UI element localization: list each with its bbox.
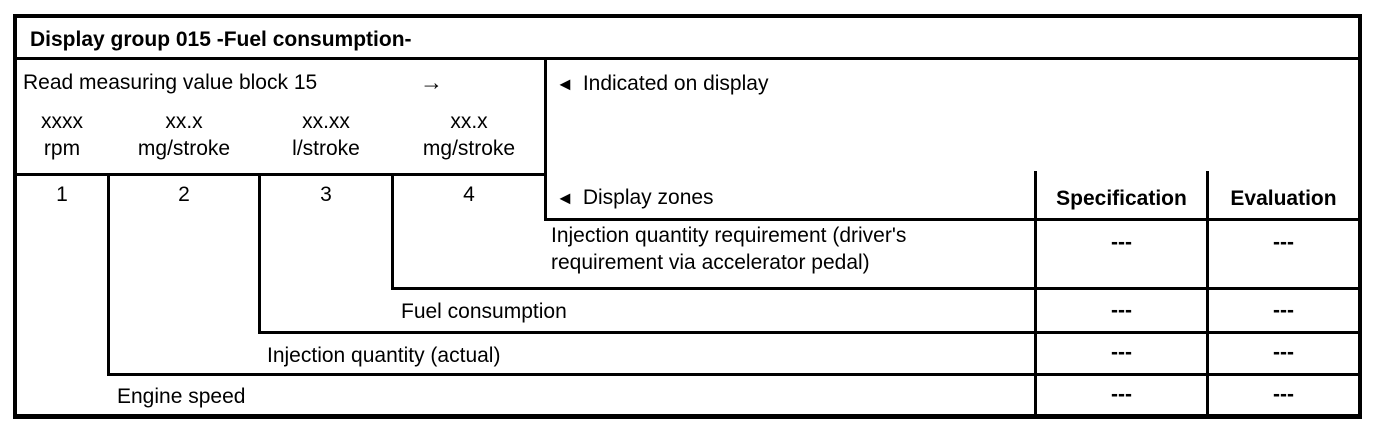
divider-zone3-4 [391, 173, 394, 289]
spec-value-row4: --- [1111, 383, 1132, 406]
unit-column-1: xxxx rpm [17, 108, 107, 162]
read-measuring-value-label: Read measuring value block 15 [23, 71, 318, 94]
row-description-engine-speed: Engine speed [117, 385, 246, 408]
indicated-on-display-label: ◄ Indicated on display [556, 72, 768, 96]
outer-border-left [13, 14, 17, 419]
divider-row1-bottom [391, 287, 1362, 290]
zone-number-4: 4 [463, 183, 475, 206]
unit-value: xx.x [165, 110, 203, 133]
left-pointer-icon: ◄ [556, 74, 574, 94]
row-description-fuel-consumption: Fuel consumption [401, 300, 567, 323]
page-title: Display group 015 -Fuel consumption- [30, 28, 412, 51]
evaluation-header: Evaluation [1230, 187, 1337, 210]
divider-zone1-2 [107, 173, 110, 375]
divider-title-bottom [13, 57, 1362, 60]
unit-value: xxxx [41, 110, 83, 133]
outer-border-bottom [13, 414, 1362, 419]
eval-value-row3: --- [1273, 341, 1294, 364]
divider-spec-eval [1206, 171, 1209, 417]
divider-row3-bottom [107, 373, 1362, 376]
eval-value-row2: --- [1273, 299, 1294, 322]
eval-value-row1: --- [1273, 231, 1294, 254]
spec-value-row2: --- [1111, 299, 1132, 322]
divider-left-block-bottom [13, 173, 547, 176]
unit-label: mg/stroke [137, 137, 231, 160]
display-zones-label: ◄ Display zones [556, 186, 714, 210]
outer-border-right [1358, 14, 1362, 419]
left-pointer-icon: ◄ [556, 188, 574, 208]
divider-zone2-3 [258, 173, 261, 333]
zone-number-2: 2 [178, 183, 190, 206]
unit-column-4: xx.x mg/stroke [394, 108, 544, 162]
unit-label: rpm [43, 137, 81, 160]
unit-label: l/stroke [292, 137, 360, 160]
arrow-right-icon: → [420, 69, 443, 95]
unit-column-2: xx.x mg/stroke [110, 108, 258, 162]
divider-header-bottom [544, 218, 1362, 221]
spec-value-row3: --- [1111, 341, 1132, 364]
divider-row2-bottom [258, 331, 1362, 334]
zone-number-3: 3 [320, 183, 332, 206]
indicated-on-display-text: Indicated on display [582, 72, 769, 95]
unit-label: mg/stroke [422, 137, 516, 160]
zone-number-1: 1 [56, 183, 68, 206]
display-zones-text: Display zones [582, 186, 714, 209]
row-description-injection-requirement: Injection quantity requirement (driver's… [551, 224, 907, 274]
divider-zone4-desc [544, 57, 547, 221]
row-description-injection-actual: Injection quantity (actual) [267, 344, 501, 367]
specification-header: Specification [1056, 187, 1187, 210]
spec-value-row1: --- [1111, 231, 1132, 254]
eval-value-row4: --- [1273, 383, 1294, 406]
unit-value: xx.xx [302, 110, 350, 133]
divider-desc-spec [1034, 171, 1037, 417]
outer-border-top [13, 14, 1362, 18]
unit-value: xx.x [450, 110, 488, 133]
unit-column-3: xx.xx l/stroke [261, 108, 391, 162]
